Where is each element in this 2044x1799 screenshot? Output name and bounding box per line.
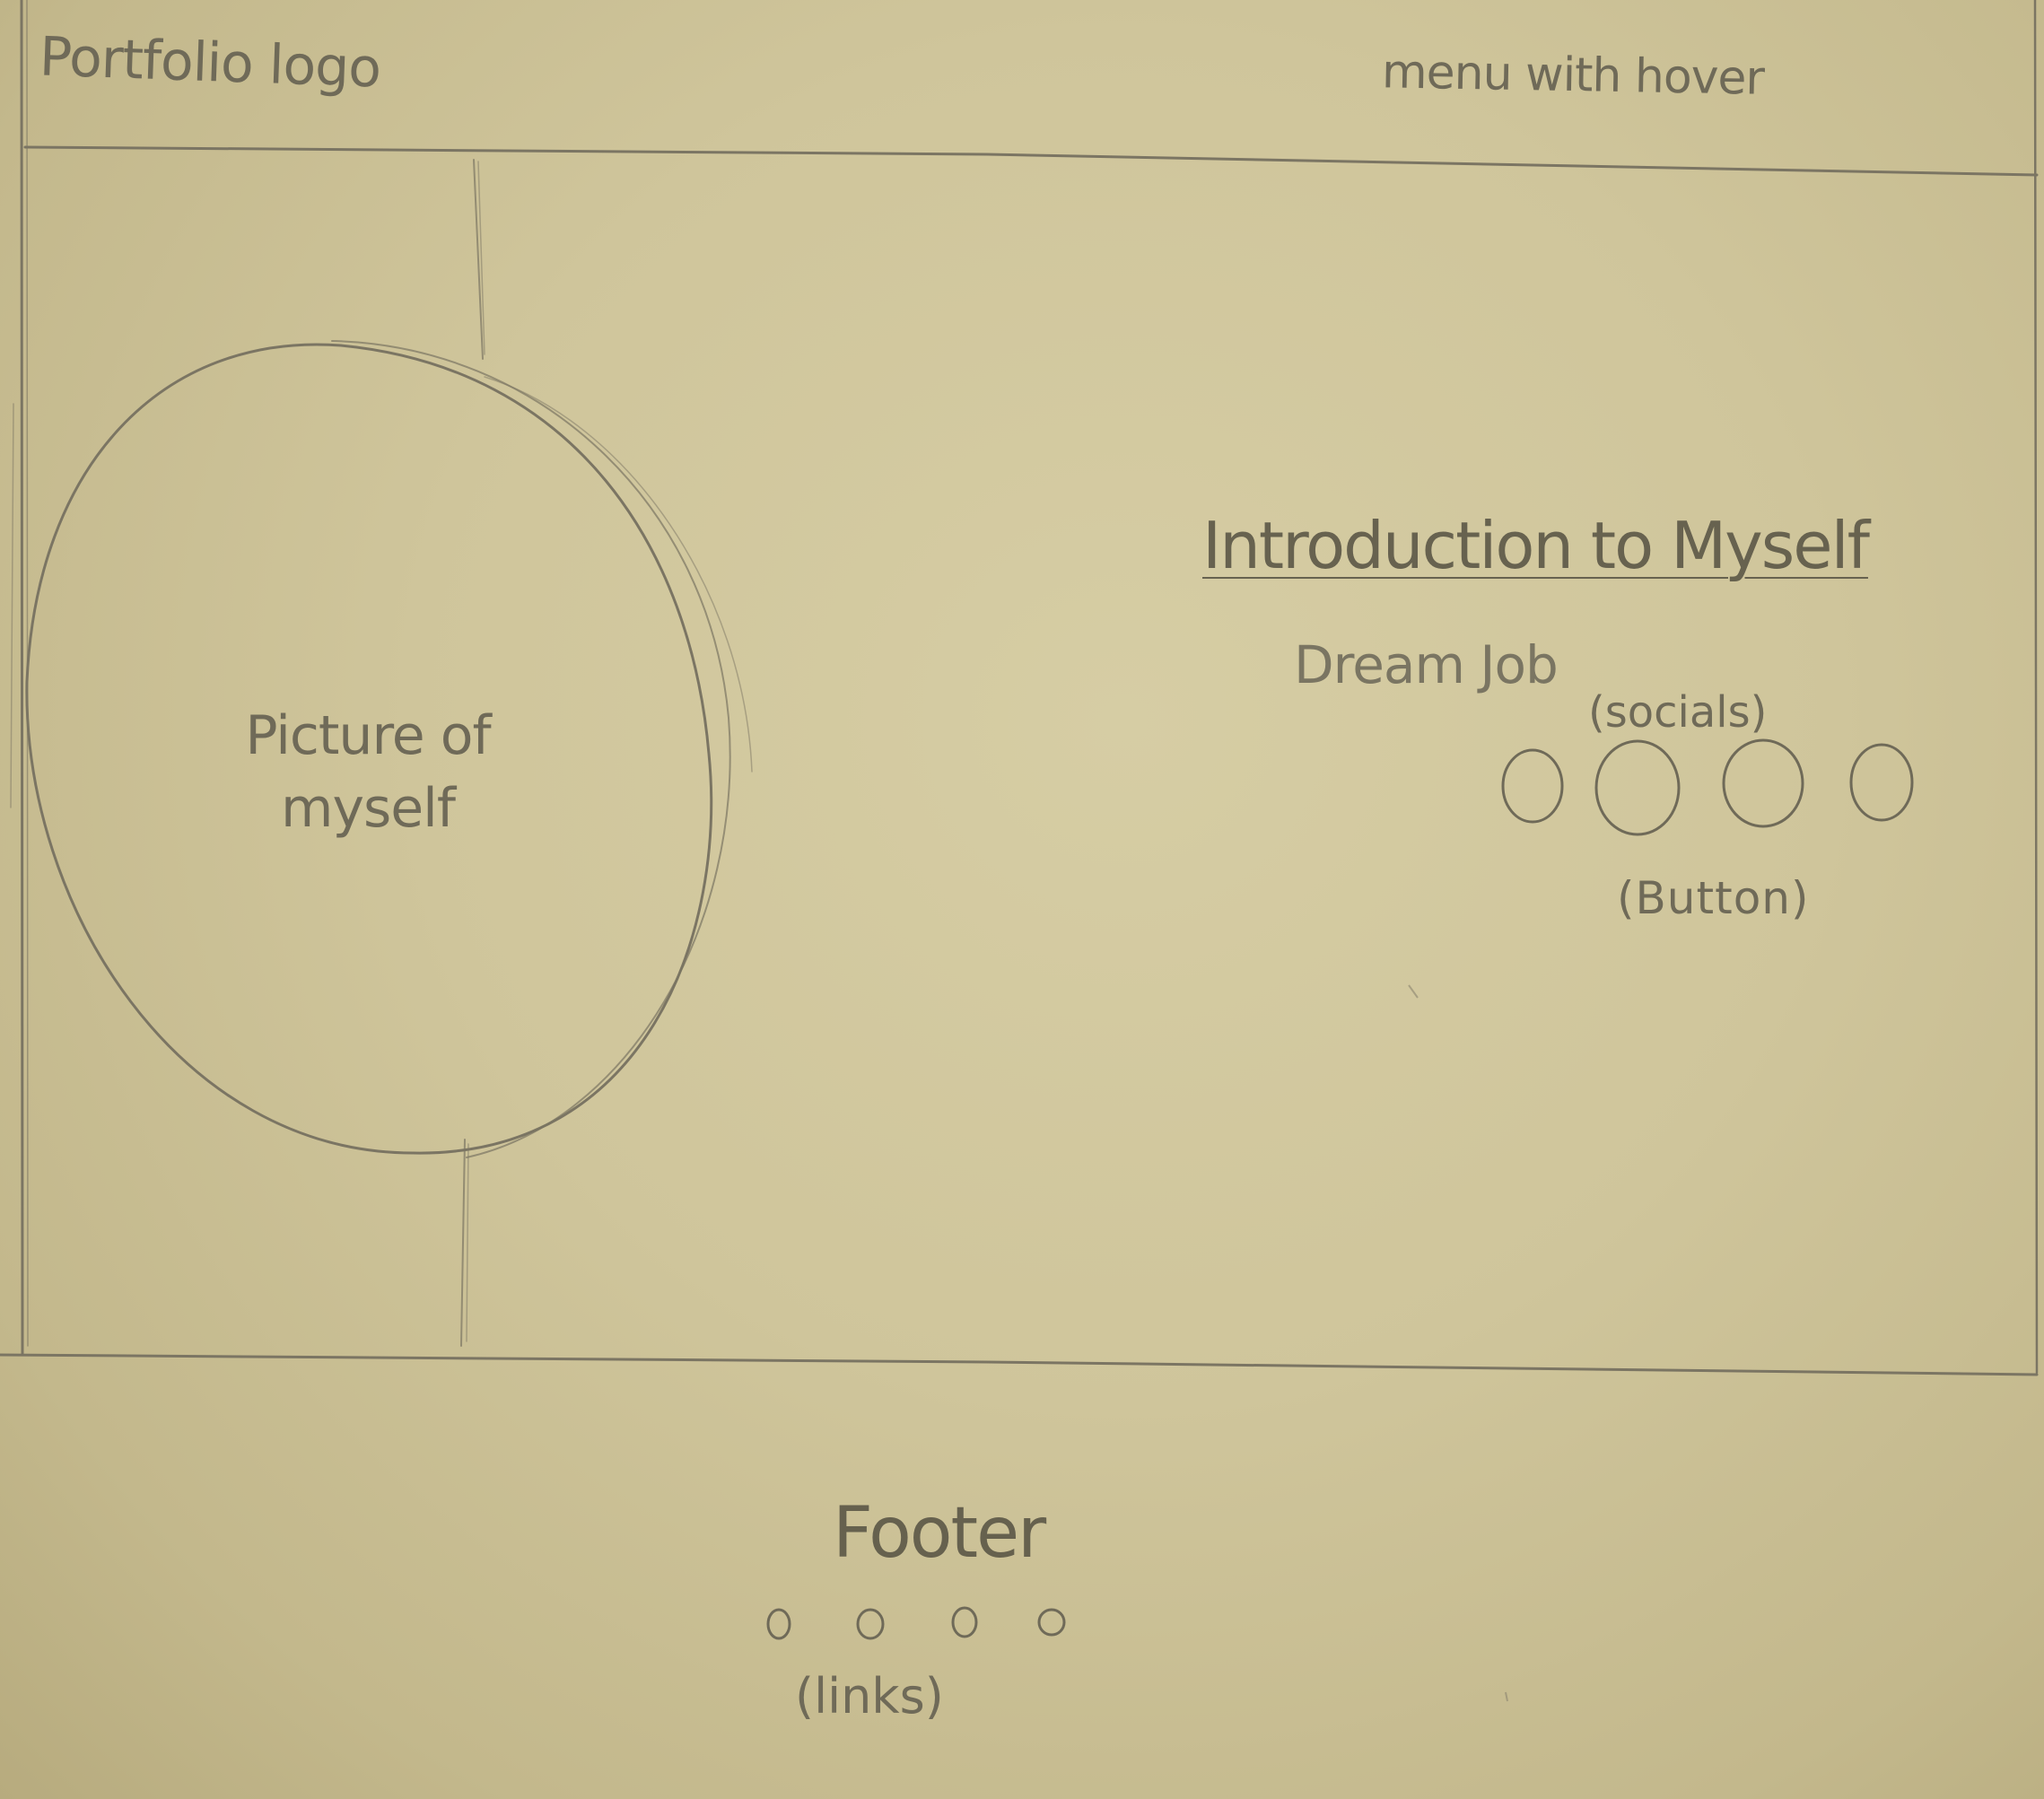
button-label: (Button) bbox=[1617, 872, 1810, 924]
footer-title: Footer bbox=[833, 1493, 1046, 1574]
portfolio-logo[interactable]: Portfolio logo bbox=[38, 25, 382, 100]
social-button-icon[interactable] bbox=[1501, 748, 1564, 824]
picture-label-line2: myself bbox=[281, 777, 456, 840]
links-label: (links) bbox=[795, 1668, 944, 1725]
column-divider-top bbox=[473, 159, 484, 360]
social-button-icon[interactable] bbox=[1722, 738, 1804, 828]
page-right-border bbox=[2033, 0, 2039, 1375]
column-divider-bottom bbox=[460, 1139, 466, 1347]
profile-picture-placeholder: Picture of myself bbox=[197, 700, 538, 845]
footer-link-icon[interactable] bbox=[1037, 1608, 1066, 1637]
intro-heading: Introduction to Myself bbox=[1202, 508, 1870, 583]
social-button-icon[interactable] bbox=[1594, 739, 1681, 836]
dream-job-subtitle: Dream Job bbox=[1294, 634, 1559, 695]
footer-link-icon[interactable] bbox=[951, 1606, 978, 1638]
footer-link-icon[interactable] bbox=[856, 1608, 885, 1640]
footer-divider bbox=[0, 1353, 2039, 1376]
footer-link-icon[interactable] bbox=[766, 1608, 791, 1640]
picture-label-line1: Picture of bbox=[245, 704, 491, 767]
social-buttons bbox=[1501, 738, 1914, 836]
header-divider bbox=[23, 145, 2039, 177]
social-button-icon[interactable] bbox=[1849, 743, 1914, 822]
socials-label: (socials) bbox=[1588, 687, 1768, 738]
profile-picture-circle bbox=[25, 343, 713, 1155]
nav-menu[interactable]: menu with hover bbox=[1381, 45, 1765, 106]
footer-links bbox=[766, 1606, 1066, 1640]
